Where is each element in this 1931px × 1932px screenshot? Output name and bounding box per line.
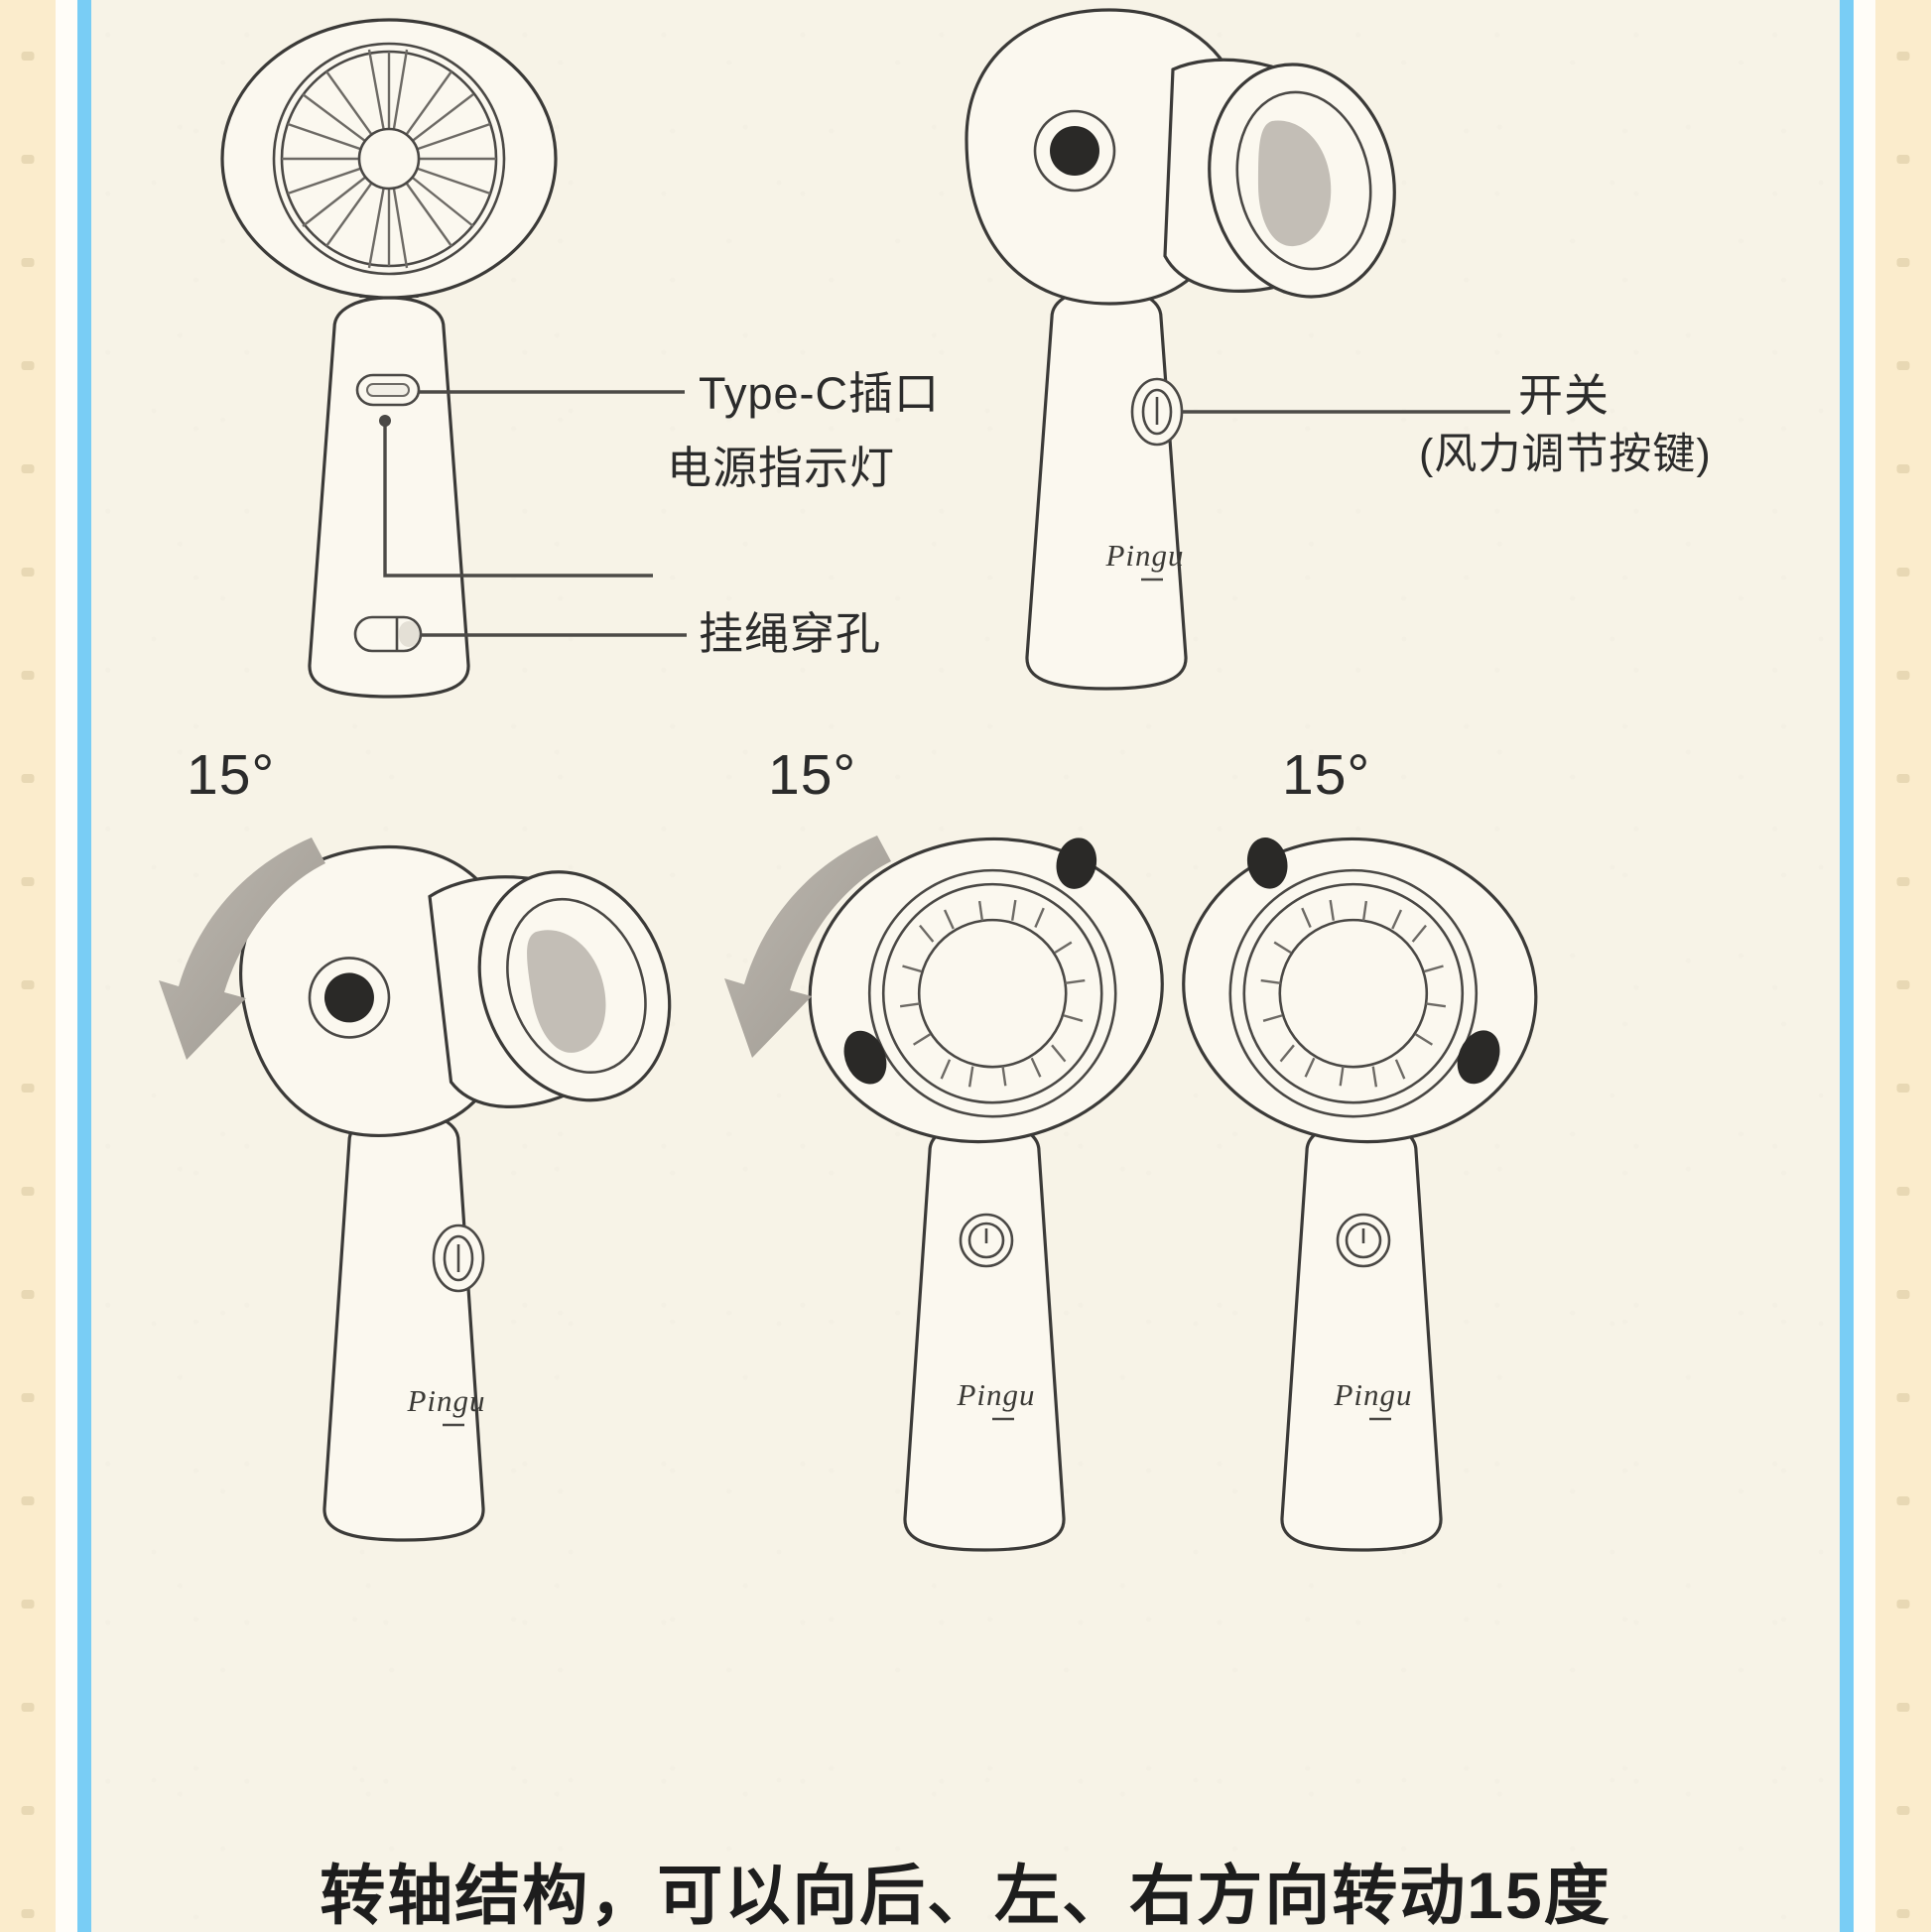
perforation-hole bbox=[1896, 568, 1910, 577]
tilt-right-grille-outer bbox=[1228, 868, 1479, 1118]
perforation-hole bbox=[1896, 1600, 1910, 1609]
tilt-left-vent-bottom bbox=[843, 1030, 887, 1085]
tilt-left-switch bbox=[959, 1213, 1014, 1268]
perforation-hole bbox=[1896, 1290, 1910, 1299]
tilt-right-switch bbox=[1336, 1213, 1391, 1268]
callout-label-power-indicator: 电源指示灯 bbox=[667, 443, 896, 493]
tilt-back-handle bbox=[322, 1109, 485, 1542]
side-nozzle-shadow bbox=[1258, 120, 1332, 247]
perforation-hole bbox=[1896, 1187, 1910, 1196]
page-margin-right bbox=[1854, 0, 1875, 1932]
diagram-canvas: Pingu bbox=[91, 0, 1840, 1932]
perforation-hole bbox=[1896, 52, 1910, 61]
brand-logo-side: Pingu bbox=[1104, 538, 1184, 573]
callout-leader-lines bbox=[383, 390, 687, 637]
tilt-back-nozzle-shadow bbox=[527, 930, 606, 1053]
rotation-arrow-left bbox=[724, 836, 891, 1058]
view-tilt-back: Pingu bbox=[159, 837, 672, 1542]
tilt-back-switch bbox=[432, 1224, 485, 1293]
brand-logo-tilt-right: Pingu bbox=[1333, 1377, 1412, 1412]
tilt-back-air-inlet-dot bbox=[323, 972, 374, 1023]
callout-label-type-c: Type-C插口 bbox=[699, 368, 941, 419]
tilt-right-grille-teeth bbox=[1260, 899, 1447, 1088]
angle-label-right: 15° bbox=[1282, 743, 1371, 807]
tilt-back-nozzle-ring-inner bbox=[506, 897, 647, 1075]
side-air-inlet bbox=[1033, 109, 1116, 193]
perforation-hole bbox=[1896, 877, 1910, 886]
perforation-hole bbox=[21, 1600, 35, 1609]
perforation-hole bbox=[21, 258, 35, 267]
perforation-hole bbox=[1896, 258, 1910, 267]
brand-logo-tilt-left: Pingu bbox=[956, 1377, 1035, 1412]
bottom-caption: 转轴结构，可以向后、左、右方向转动15度 bbox=[320, 1859, 1611, 1932]
perforation-hole bbox=[21, 1187, 35, 1196]
tilt-back-air-inlet bbox=[308, 957, 391, 1039]
tilt-left-handle bbox=[903, 1119, 1066, 1552]
front-handle bbox=[308, 296, 470, 699]
perforation-hole bbox=[1896, 1393, 1910, 1402]
angle-label-back: 15° bbox=[187, 743, 276, 807]
view-tilt-left: Pingu bbox=[724, 836, 1164, 1552]
rotation-arrow-back bbox=[159, 837, 325, 1060]
tilt-left-grille-mid bbox=[881, 882, 1103, 1104]
accent-bar-right bbox=[1840, 0, 1854, 1932]
perforation-hole bbox=[1896, 671, 1910, 680]
perforation-hole bbox=[1896, 1909, 1910, 1918]
perforation-hole bbox=[21, 464, 35, 473]
tilt-left-vent-top bbox=[1056, 837, 1097, 889]
perforation-hole bbox=[21, 1703, 35, 1712]
switch-button bbox=[1130, 377, 1184, 447]
perforation-hole bbox=[21, 671, 35, 680]
perforation-strip-left bbox=[0, 0, 56, 1932]
perforation-hole bbox=[21, 1909, 35, 1918]
perforation-hole bbox=[21, 877, 35, 886]
perforation-hole bbox=[21, 52, 35, 61]
page-margin-left bbox=[56, 0, 77, 1932]
angle-label-left: 15° bbox=[768, 743, 857, 807]
tilt-right-handle bbox=[1280, 1119, 1443, 1552]
perforation-hole bbox=[21, 568, 35, 577]
perforation-hole bbox=[21, 361, 35, 370]
perforation-hole bbox=[21, 1806, 35, 1815]
side-air-inlet-dot bbox=[1050, 126, 1099, 176]
view-side-right: Pingu bbox=[965, 8, 1510, 691]
leader-power-indicator bbox=[383, 421, 653, 578]
tilt-right-grille-mid bbox=[1242, 882, 1465, 1104]
charging-port bbox=[355, 373, 421, 407]
perforation-hole bbox=[1896, 361, 1910, 370]
perforation-hole bbox=[21, 1290, 35, 1299]
side-nozzle-ring-inner bbox=[1235, 90, 1372, 271]
view-tilt-right: Pingu bbox=[1182, 837, 1538, 1552]
view-front bbox=[220, 18, 687, 699]
front-hub bbox=[357, 127, 421, 191]
product-illustrations: Pingu bbox=[159, 8, 1538, 1552]
perforation-hole bbox=[1896, 1496, 1910, 1505]
perforation-hole bbox=[21, 155, 35, 164]
tilt-right-vent-bottom bbox=[1457, 1030, 1500, 1085]
accent-bar-left bbox=[77, 0, 91, 1932]
perforation-strip-right bbox=[1875, 0, 1931, 1932]
tilt-left-grille-teeth bbox=[899, 899, 1086, 1088]
perforation-hole bbox=[21, 1084, 35, 1093]
tilt-left-grille-outer bbox=[867, 868, 1117, 1118]
perforation-hole bbox=[1896, 464, 1910, 473]
perforation-hole bbox=[1896, 980, 1910, 989]
callout-label-switch: 开关 bbox=[1518, 370, 1610, 421]
callout-label-lanyard-hole: 挂绳穿孔 bbox=[699, 608, 882, 659]
perforation-hole bbox=[21, 980, 35, 989]
perforation-hole bbox=[1896, 155, 1910, 164]
perforation-hole bbox=[21, 1393, 35, 1402]
tilt-right-vent-top bbox=[1246, 837, 1288, 889]
brand-logo-tilt-back: Pingu bbox=[406, 1383, 485, 1418]
perforation-hole bbox=[21, 774, 35, 783]
side-handle bbox=[1025, 286, 1188, 691]
callout-label-wind-speed: (风力调节按键) bbox=[1419, 431, 1712, 478]
perforation-hole bbox=[1896, 1703, 1910, 1712]
perforation-hole bbox=[1896, 1806, 1910, 1815]
perforation-hole bbox=[1896, 774, 1910, 783]
perforation-hole bbox=[21, 1496, 35, 1505]
perforation-hole bbox=[1896, 1084, 1910, 1093]
